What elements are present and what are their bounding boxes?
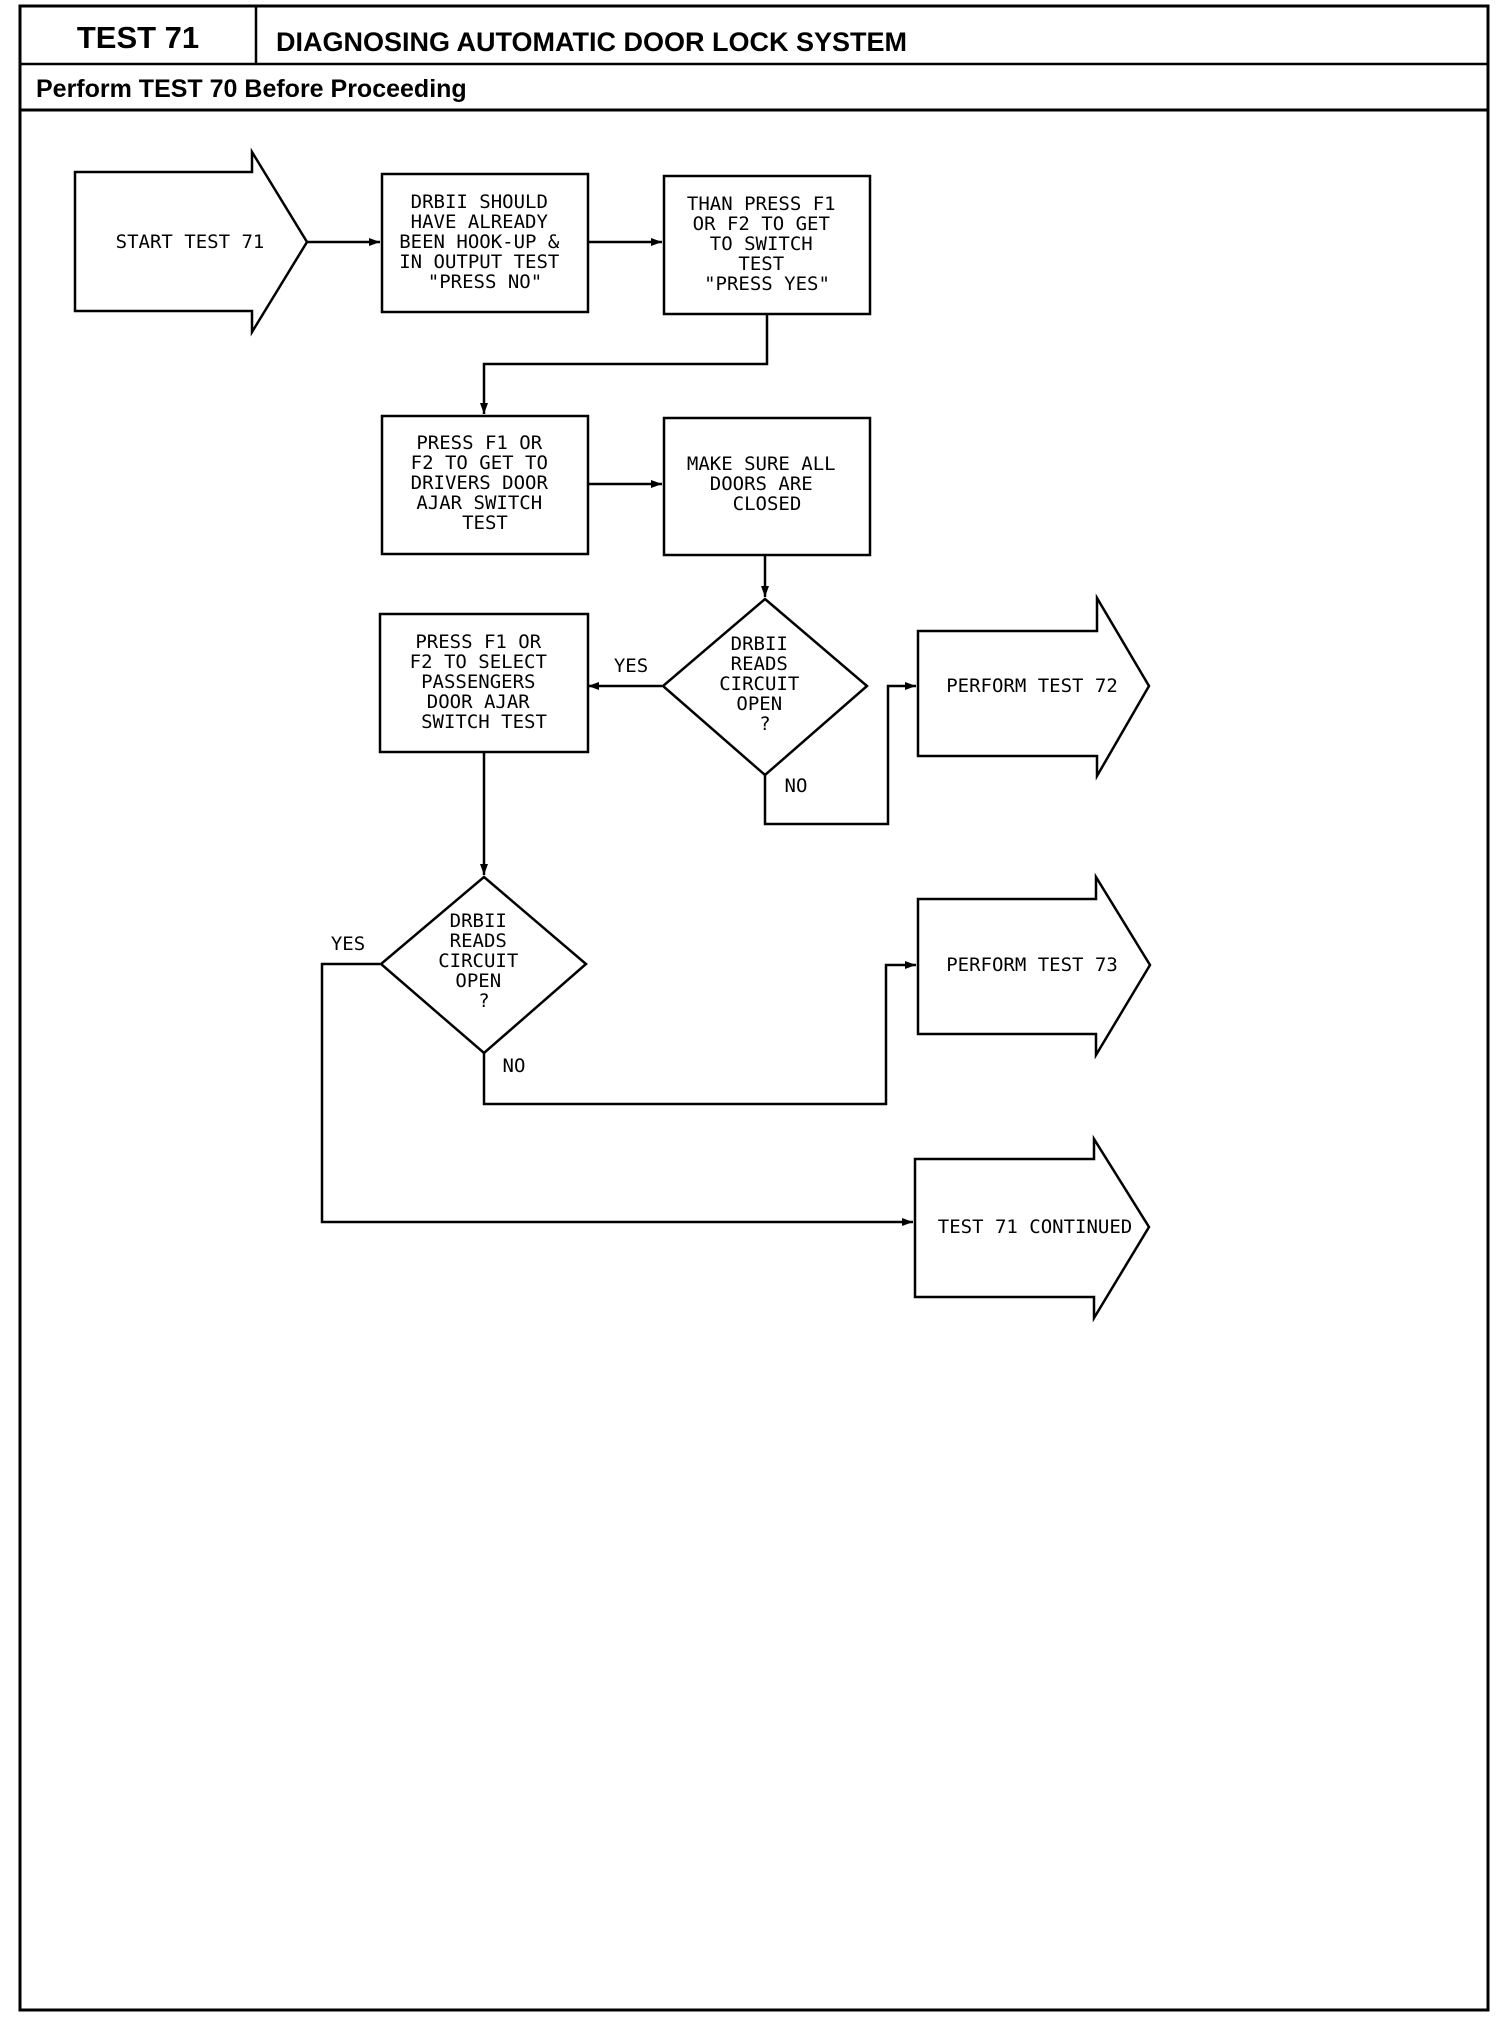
step-hookup-box: DRBII SHOULD HAVE ALREADY BEEN HOOK-UP &…: [380, 172, 590, 314]
step-drivers-door-line-3: DRIVERS DOOR: [411, 472, 549, 494]
step-hookup-line-3: BEEN HOOK-UP &: [399, 231, 560, 253]
connector-decision-2-no: [482, 961, 916, 1106]
step-switch-test-line-2: OR F2 TO GET: [693, 213, 830, 235]
decision-2-yes-label: YES: [331, 933, 365, 955]
end-perform-test-73-label: PERFORM TEST 73: [946, 954, 1118, 976]
start-test-71: START TEST 71: [73, 147, 309, 337]
decision-2-line-5: ?: [478, 990, 489, 1012]
decision-1-no-label: NO: [785, 775, 808, 797]
step-passengers-door-line-2: F2 TO SELECT: [410, 651, 547, 673]
step-switch-test-line-3: TO SWITCH: [710, 233, 813, 255]
decision-2-line-4: OPEN: [455, 970, 501, 992]
decision-1-diamond: DRBII READS CIRCUIT OPEN ?: [661, 597, 869, 777]
page-border: [18, 4, 1490, 2012]
start-test-71-label: START TEST 71: [116, 231, 265, 253]
svg-text:DRBII READS CIRCUI: DRBII READS CIRCUIT OPEN ?: [438, 910, 530, 1012]
end-perform-test-72-label: PERFORM TEST 72: [946, 675, 1118, 697]
decision-2-line-3: CIRCUIT: [438, 950, 518, 972]
decision-1-yes-label: YES: [614, 655, 648, 677]
step-doors-closed-line-2: DOORS ARE: [710, 473, 813, 495]
step-drivers-door-line-5: TEST: [462, 512, 508, 534]
decision-2-line-1: DRBII: [450, 910, 507, 932]
svg-text:THAN PRESS F1 OR F2 TO G: THAN PRESS F1 OR F2 TO GET TO SWITCH TES…: [687, 193, 847, 295]
end-test-71-continued: TEST 71 CONTINUED: [913, 1134, 1151, 1323]
step-passengers-door-line-3: PASSENGERS: [421, 671, 535, 693]
step-doors-closed-line-3: CLOSED: [733, 493, 802, 515]
step-switch-test-line-4: TEST: [738, 253, 784, 275]
step-switch-test-box: THAN PRESS F1 OR F2 TO GET TO SWITCH TES…: [662, 174, 872, 316]
step-hookup-line-2: HAVE ALREADY: [411, 211, 549, 233]
step-doors-closed-box: MAKE SURE ALL DOORS ARE CLOSED: [662, 416, 872, 557]
step-doors-closed-line-1: MAKE SURE ALL: [687, 453, 836, 475]
step-passengers-door-line-4: DOOR AJAR: [427, 691, 531, 713]
step-switch-test-line-5: "PRESS YES": [704, 273, 830, 295]
step-drivers-door-line-4: AJAR SWITCH: [416, 492, 542, 514]
svg-text:PRESS F1 OR F2 TO SELECT: PRESS F1 OR F2 TO SELECT PASSENGERS DOOR…: [410, 631, 559, 733]
connector-switch-test-to-drivers-door: [480, 314, 769, 414]
step-drivers-door-line-2: F2 TO GET TO: [411, 452, 548, 474]
decision-1-line-1: DRBII: [731, 633, 788, 655]
connector-decision-2-yes: [320, 962, 913, 1226]
step-hookup-line-5: "PRESS NO": [428, 271, 542, 293]
decision-1-line-5: ?: [759, 713, 770, 735]
svg-text:MAKE SURE ALL DOORS ARE: MAKE SURE ALL DOORS ARE CLOSED: [687, 453, 847, 515]
step-hookup-line-4: IN OUTPUT TEST: [399, 251, 559, 273]
test-number: TEST 71: [77, 20, 199, 55]
end-perform-test-72: PERFORM TEST 72: [916, 593, 1151, 781]
page-title: DIAGNOSING AUTOMATIC DOOR LOCK SYSTEM: [276, 27, 907, 57]
step-passengers-door-line-5: SWITCH TEST: [421, 711, 547, 733]
decision-1-line-2: READS: [731, 653, 788, 675]
step-drivers-door-line-1: PRESS F1 OR: [416, 432, 542, 454]
decision-2-line-2: READS: [450, 930, 507, 952]
end-perform-test-73: PERFORM TEST 73: [916, 872, 1152, 1060]
connectors: [307, 238, 916, 1226]
end-test-71-continued-label: TEST 71 CONTINUED: [938, 1216, 1132, 1238]
decision-1-line-4: OPEN: [736, 693, 782, 715]
step-hookup-line-1: DRBII SHOULD: [411, 191, 548, 213]
svg-text:DRBII SHOULD HAVE ALREAD: DRBII SHOULD HAVE ALREADY BEEN HOOK-UP &…: [399, 191, 571, 293]
step-drivers-door-box: PRESS F1 OR F2 TO GET TO DRIVERS DOOR AJ…: [380, 414, 590, 556]
decision-1-line-3: CIRCUIT: [719, 673, 799, 695]
connector-decision-1-no: [763, 682, 916, 826]
svg-text:DRBII READS CIRCUI: DRBII READS CIRCUIT OPEN ?: [719, 633, 811, 735]
step-switch-test-line-1: THAN PRESS F1: [687, 193, 836, 215]
decision-2-no-label: NO: [503, 1055, 526, 1077]
step-passengers-door-box: PRESS F1 OR F2 TO SELECT PASSENGERS DOOR…: [378, 612, 590, 754]
prerequisite-note: Perform TEST 70 Before Proceeding: [36, 75, 467, 103]
step-passengers-door-line-1: PRESS F1 OR: [415, 631, 541, 653]
decision-2-diamond: DRBII READS CIRCUIT OPEN ?: [379, 875, 588, 1055]
svg-text:PRESS F1 OR F2 TO GET TO: PRESS F1 OR F2 TO GET TO DRIVERS DOOR AJ…: [411, 432, 560, 534]
